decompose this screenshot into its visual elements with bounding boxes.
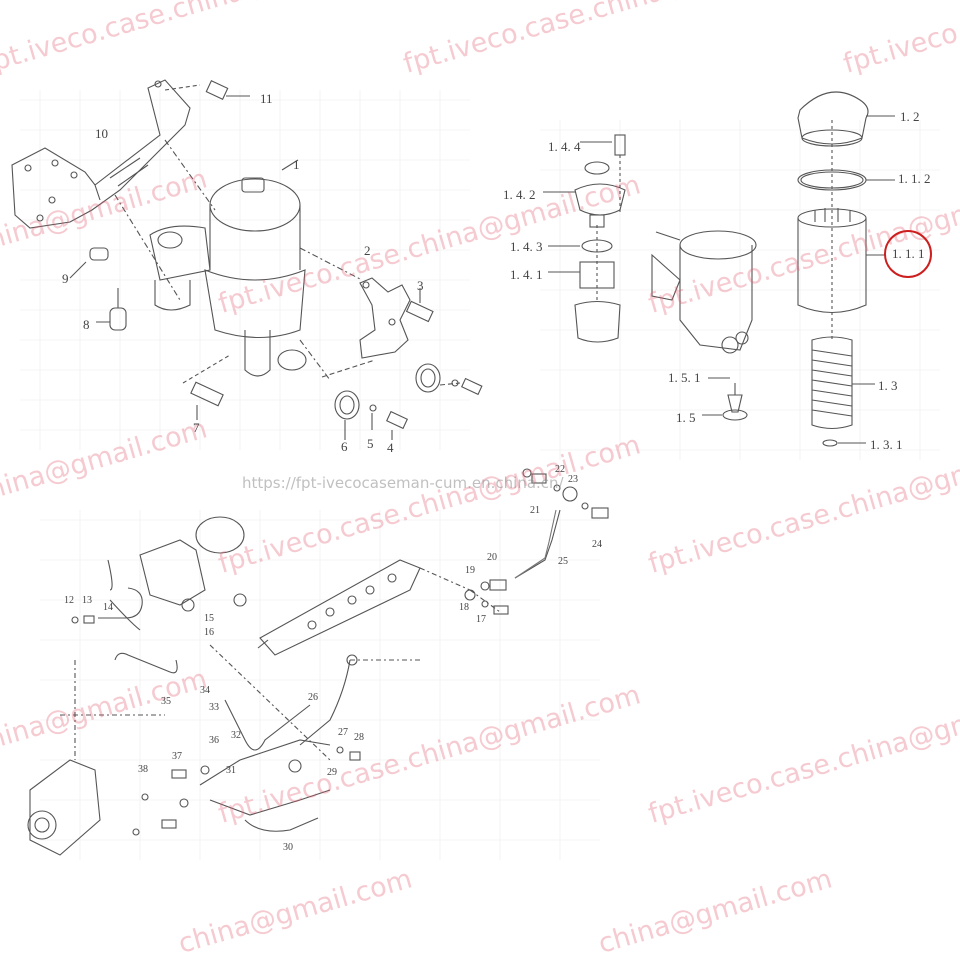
background-grid <box>20 90 940 860</box>
washer-5 <box>369 404 377 430</box>
part-number-5: 5 <box>367 436 374 451</box>
part-number-1-4-4: 1. 4. 4 <box>548 139 581 154</box>
part-number-23: 23 <box>568 474 578 485</box>
part-number-6: 6 <box>341 439 348 454</box>
part-number-3: 3 <box>417 278 424 293</box>
part-number-22: 22 <box>555 464 565 475</box>
cap-1-2 <box>797 91 895 147</box>
part-number-11: 11 <box>260 91 273 106</box>
part-number-37: 37 <box>172 751 182 762</box>
part-number-31: 31 <box>226 765 236 776</box>
part-number-1-2: 1. 2 <box>900 109 920 124</box>
highlight-circle <box>884 230 932 278</box>
bolt-11 <box>164 80 250 100</box>
washer-bolt-right <box>451 377 483 396</box>
part-number-35: 35 <box>161 696 171 707</box>
part-number-13: 13 <box>82 595 92 606</box>
filter-element-1-1-1 <box>797 208 885 313</box>
source-url-watermark: https://fpt-ivecocaseman-cum.en.china.cn… <box>242 474 564 492</box>
part-number-12: 12 <box>64 595 74 606</box>
part-number-14: 14 <box>103 602 113 613</box>
part-number-18: 18 <box>459 602 469 613</box>
part-number-8: 8 <box>83 317 90 332</box>
filter-head-1-5 <box>651 230 757 421</box>
bracket-10 <box>11 79 191 229</box>
bracket-2 <box>359 277 411 359</box>
oring-1-1-2 <box>797 169 895 191</box>
part-number-32: 32 <box>231 730 241 741</box>
part-number-1-4-1: 1. 4. 1 <box>510 267 543 282</box>
part-number-1-1-2: 1. 1. 2 <box>898 171 931 186</box>
clamp-upper <box>415 363 441 393</box>
part-number-1-4-3: 1. 4. 3 <box>510 239 543 254</box>
part-number-2: 2 <box>364 243 371 258</box>
bolt-7 <box>182 354 231 420</box>
component-1-4 <box>543 134 626 343</box>
part-number-21: 21 <box>530 505 540 516</box>
part-number-1-4-2: 1. 4. 2 <box>503 187 536 202</box>
part-number-27: 27 <box>338 727 348 738</box>
part-number-33: 33 <box>209 702 219 713</box>
clamp-6 <box>334 390 360 440</box>
part-number-28: 28 <box>354 732 364 743</box>
part-number-26: 26 <box>308 692 318 703</box>
part-number-19: 19 <box>465 565 475 576</box>
part-number-16: 16 <box>204 627 214 638</box>
part-number-15: 15 <box>204 613 214 624</box>
part-number-24: 24 <box>592 539 602 550</box>
part-number-29: 29 <box>327 767 337 778</box>
bolt-4 <box>385 410 409 440</box>
filter-housing-1 <box>149 159 307 377</box>
part-number-1-5-1: 1. 5. 1 <box>668 370 701 385</box>
part-number-25: 25 <box>558 556 568 567</box>
engine-fuel-system <box>27 468 609 856</box>
bolt-3 <box>405 288 434 323</box>
clip-9 <box>69 247 109 279</box>
part-number-1-3-1: 1. 3. 1 <box>870 437 903 452</box>
part-number-30: 30 <box>283 842 293 853</box>
part-number-1-5: 1. 5 <box>676 410 696 425</box>
clip-8 <box>96 288 127 331</box>
part-number-20: 20 <box>487 552 497 563</box>
part-number-7: 7 <box>193 420 200 435</box>
part-number-4: 4 <box>387 440 394 455</box>
part-number-36: 36 <box>209 735 219 746</box>
part-number-9: 9 <box>62 271 69 286</box>
part-number-10: 10 <box>95 126 108 141</box>
spring-1-3 <box>811 336 875 447</box>
part-number-34: 34 <box>200 685 210 696</box>
part-number-38: 38 <box>138 764 148 775</box>
part-number-17: 17 <box>476 614 486 625</box>
part-number-1-3: 1. 3 <box>878 378 898 393</box>
part-number-1: 1 <box>293 157 300 172</box>
